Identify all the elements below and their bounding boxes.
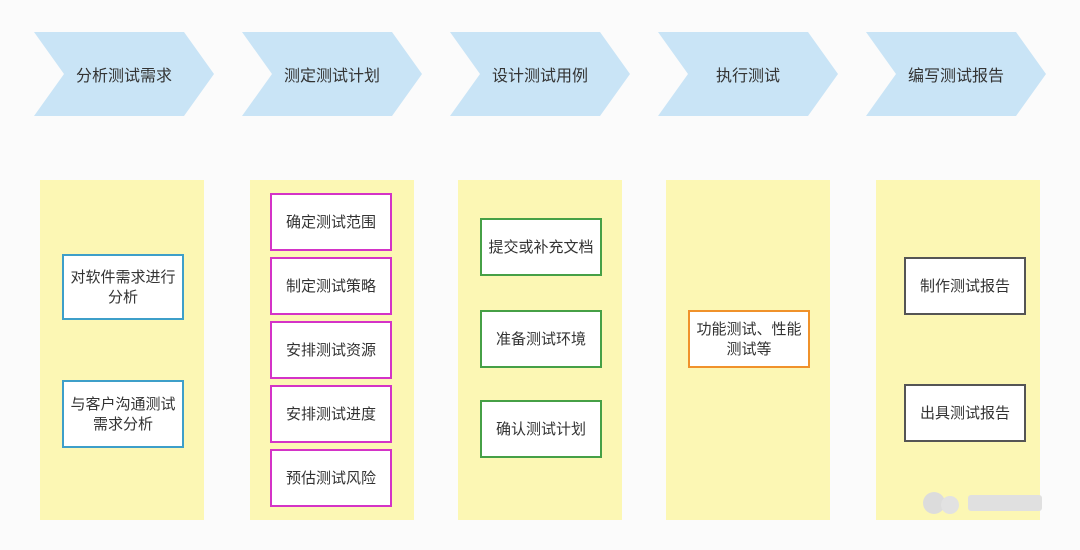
task-box: 出具测试报告 [904, 384, 1026, 442]
task-box: 与客户沟通测试需求分析 [62, 380, 184, 448]
task-box: 准备测试环境 [480, 310, 602, 368]
chevron-shape [34, 32, 214, 116]
task-box: 制作测试报告 [904, 257, 1026, 315]
task-box: 安排测试进度 [270, 385, 392, 443]
stage-label: 编写测试报告 [907, 66, 1004, 85]
stage-execute-tests: 执行测试 [658, 32, 838, 116]
stage-write-report: 编写测试报告 [866, 32, 1046, 116]
task-box: 提交或补充文档 [480, 218, 602, 276]
task-box: 预估测试风险 [270, 449, 392, 507]
chevron-shape [658, 32, 838, 116]
chevron-shape [866, 32, 1046, 116]
task-box: 安排测试资源 [270, 321, 392, 379]
task-box: 功能测试、性能测试等 [688, 310, 810, 368]
chevron-shape [242, 32, 422, 116]
column-analyze: 对软件需求进行分析 与客户沟通测试需求分析 [40, 180, 204, 520]
watermark-logo [923, 492, 1042, 514]
stage-analyze-requirements: 分析测试需求 [34, 32, 214, 116]
column-execute: 功能测试、性能测试等 [666, 180, 830, 520]
task-box: 确定测试范围 [270, 193, 392, 251]
column-report: 制作测试报告 出具测试报告 [876, 180, 1040, 520]
task-box: 确认测试计划 [480, 400, 602, 458]
chevron-shape [450, 32, 630, 116]
column-plan: 确定测试范围 制定测试策略 安排测试资源 安排测试进度 预估测试风险 [250, 180, 414, 520]
task-box: 对软件需求进行分析 [62, 254, 184, 320]
stage-label: 执行测试 [715, 66, 780, 85]
task-box: 制定测试策略 [270, 257, 392, 315]
stage-design-cases: 设计测试用例 [450, 32, 630, 116]
stage-label: 分析测试需求 [75, 66, 172, 85]
stage-test-plan: 测定测试计划 [242, 32, 422, 116]
stage-label: 设计测试用例 [491, 66, 588, 85]
column-design: 提交或补充文档 准备测试环境 确认测试计划 [458, 180, 622, 520]
stage-label: 测定测试计划 [283, 66, 380, 85]
